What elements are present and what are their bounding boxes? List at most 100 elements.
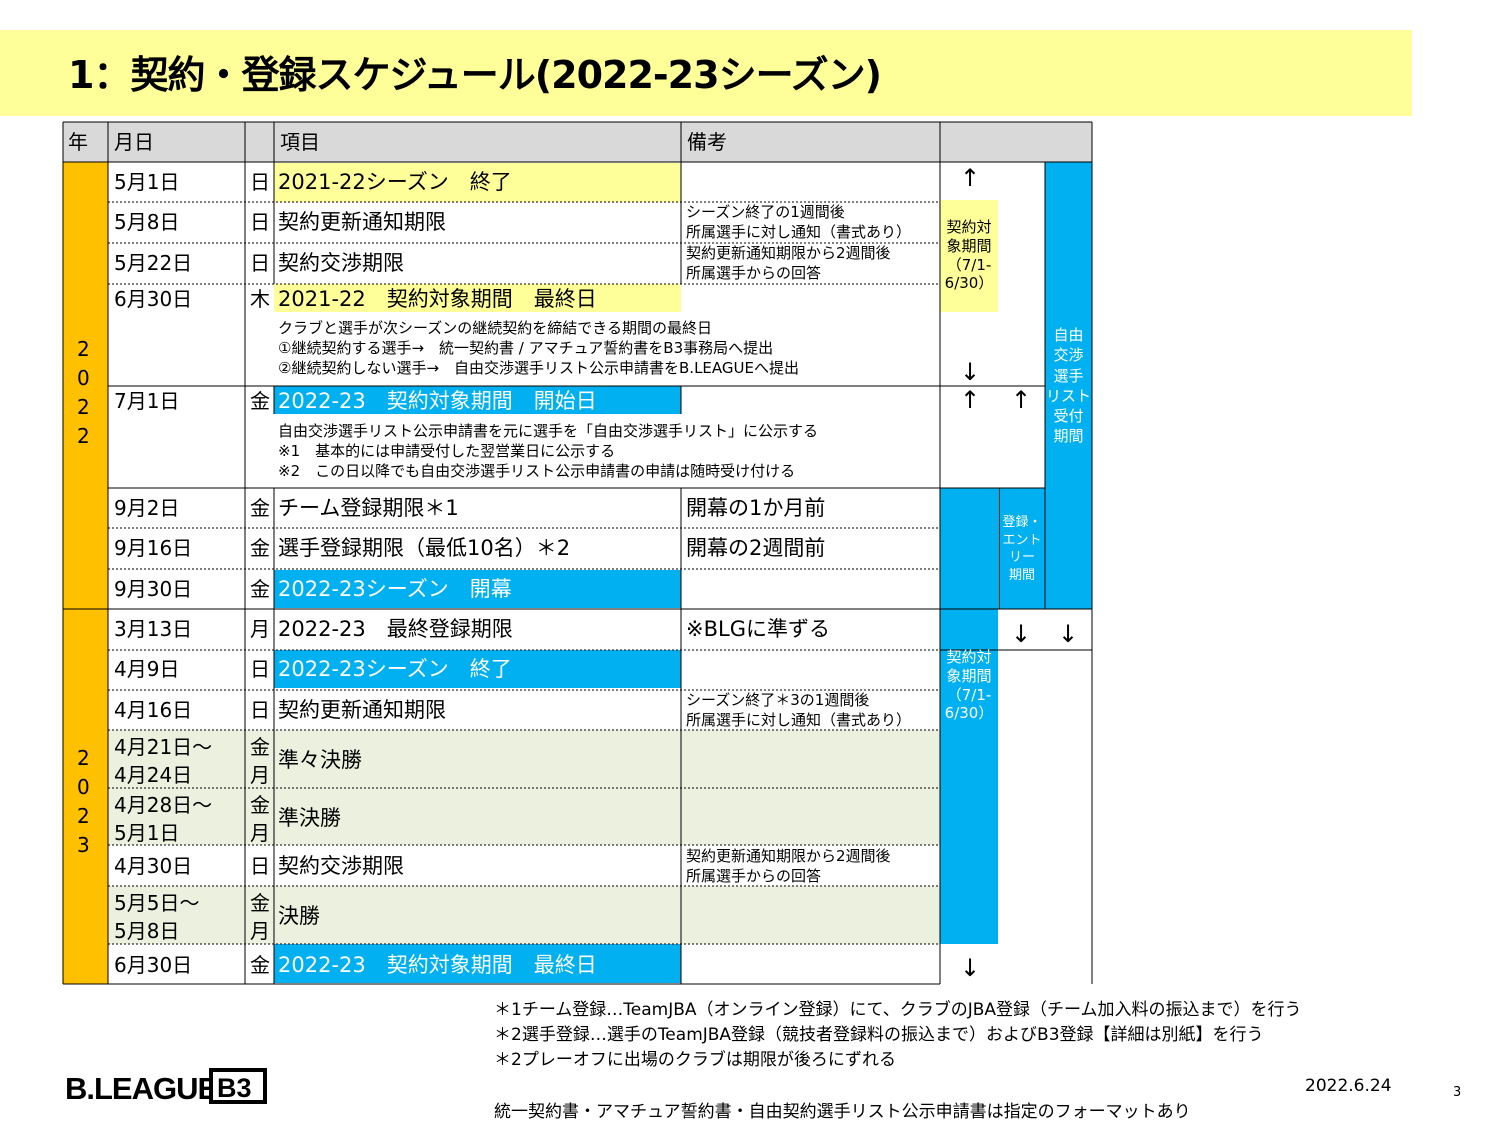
- bar-entry: [999, 488, 1045, 609]
- row-note-line1: 契約更新通知期限から2週間後: [686, 847, 891, 865]
- footnote-1: ＊1チーム登録…TeamJBA（オンライン登録）にて、クラブのJBA登録（チーム…: [494, 1000, 1302, 1020]
- year-2023-bg: [63, 609, 108, 984]
- hl-row16: [274, 944, 681, 983]
- arrow-down-icon: ↓: [960, 358, 981, 386]
- row-dow: 金: [250, 953, 270, 977]
- row-date: 4月16日: [114, 698, 193, 722]
- bleague-b3-logo: B.LEAGUE B3: [63, 1068, 267, 1106]
- bar-contract2-label: 契約対 象期間 （7/1- 6/30）: [944, 648, 994, 723]
- header-item: 項目: [280, 130, 320, 154]
- bar-contract2: [940, 488, 998, 944]
- row-dow-end: 月: [250, 763, 270, 787]
- hl-row10: [274, 650, 681, 688]
- row-note: 開幕の1か月前: [686, 496, 826, 520]
- row-date-start: 4月21日～: [114, 735, 213, 759]
- row-item: 契約更新通知期限: [278, 210, 446, 234]
- hl-row8: [274, 570, 681, 608]
- row-date: 5月8日: [114, 210, 180, 234]
- row-dow: 金: [250, 496, 270, 520]
- bar-free: [1045, 162, 1092, 609]
- row-note-line2: 所属選手からの回答: [686, 867, 822, 885]
- footnote-3: ＊2プレーオフに出場のクラブは期限が後ろにずれる: [494, 1050, 896, 1070]
- row-note-line2: 所属選手に対し通知（書式あり）: [686, 711, 912, 729]
- row-dow: 日: [250, 170, 270, 194]
- row-dow: 日: [250, 698, 270, 722]
- row-dow-end: 月: [250, 821, 270, 845]
- row-date: 9月16日: [114, 536, 193, 560]
- arrow-up-icon: ↑: [960, 386, 981, 414]
- row-date: 3月13日: [114, 617, 193, 641]
- row-date: 7月1日: [114, 389, 180, 413]
- header-note: 備考: [687, 130, 727, 154]
- row-dow: 日: [250, 657, 270, 681]
- row-note: 開幕の2週間前: [686, 536, 826, 560]
- year-2022: 2 0 2 2: [77, 337, 90, 448]
- row-item: 契約交渉期限: [278, 251, 404, 275]
- arrow-down-icon: ↓: [1058, 620, 1079, 648]
- bar-entry-label: 登録・ エント リー 期間: [1002, 515, 1042, 583]
- arrow-down-icon: ↓: [960, 954, 981, 982]
- row-dow-start: 金: [250, 735, 270, 759]
- row-date: 4月30日: [114, 854, 193, 878]
- row-item: 契約交渉期限: [278, 854, 404, 878]
- row-date: 4月9日: [114, 657, 180, 681]
- row-item: 2022-23シーズン 終了: [278, 657, 512, 681]
- row-note-line1: シーズン終了の1週間後: [686, 203, 845, 221]
- footnote-2: ＊2選手登録…選手のTeamJBA登録（競技者登録料の振込まで）およびB3登録【…: [494, 1025, 1264, 1045]
- header-date: 月日: [114, 130, 154, 154]
- row-sub-line2: ※1 基本的には申請受付した翌営業日に公示する: [278, 442, 616, 460]
- row-date-start: 5月5日～: [114, 891, 200, 915]
- row-item: 2022-23 契約対象期間 開始日: [278, 389, 597, 413]
- row-item: 準々決勝: [278, 748, 362, 772]
- row-note-line2: 所属選手からの回答: [686, 264, 822, 282]
- arrow-up-icon: ↑: [960, 164, 981, 192]
- row-sub-line3: ※2 この日以降でも自由交渉選手リスト公示申請書の申請は随時受け付ける: [278, 462, 796, 480]
- page-number: 3: [1453, 1085, 1462, 1100]
- row-item: 選手登録期限（最低10名）＊2: [278, 536, 571, 560]
- row-item: 準決勝: [278, 806, 341, 830]
- row-date: 6月30日: [114, 953, 193, 977]
- row-sub-line1: 自由交渉選手リスト公示申請書を元に選手を「自由交渉選手リスト」に公示する: [278, 422, 819, 440]
- hl-playoff-2: [108, 886, 940, 944]
- bar-contract1: [940, 200, 998, 312]
- row-item: 契約更新通知期限: [278, 698, 446, 722]
- row-dow-end: 月: [250, 919, 270, 943]
- row-sub-line3: ②継続契約しない選手→ 自由交渉選手リスト公示申請書をB.LEAGUEへ提出: [278, 359, 799, 377]
- row-item: 2021-22シーズン 終了: [278, 170, 512, 194]
- hl-row5: [274, 386, 681, 414]
- row-date: 5月1日: [114, 170, 180, 194]
- row-sub-line1: クラブと選手が次シーズンの継続契約を締結できる期間の最終日: [278, 319, 712, 337]
- arrow-up-icon: ↑: [1011, 386, 1032, 414]
- row-dow: 金: [250, 389, 270, 413]
- row-dow: 日: [250, 210, 270, 234]
- row-item: 2022-23 契約対象期間 最終日: [278, 953, 597, 977]
- year-2022-bg: [63, 162, 108, 609]
- hl-row1: [274, 163, 681, 202]
- row-dow: 金: [250, 536, 270, 560]
- row-dow: 日: [250, 854, 270, 878]
- row-item: 決勝: [278, 904, 320, 928]
- row-note-line2: 所属選手に対し通知（書式あり）: [686, 223, 912, 241]
- row-item: チーム登録期限＊1: [278, 496, 459, 520]
- row-dow: 金: [250, 577, 270, 601]
- row-sub-line2: ①継続契約する選手→ 統一契約書 / アマチュア誓約書をB3事務局へ提出: [278, 339, 774, 357]
- bottom-note: 統一契約書・アマチュア誓約書・自由契約選手リスト公示申請書は指定のフォーマットあ…: [494, 1102, 1191, 1122]
- row-date: 5月22日: [114, 251, 193, 275]
- arrow-down-icon: ↓: [1011, 620, 1032, 648]
- row-item: 2021-22 契約対象期間 最終日: [278, 287, 597, 311]
- row-note: ※BLGに準ずる: [686, 617, 830, 641]
- row-date-end: 4月24日: [114, 763, 193, 787]
- row-date: 6月30日: [114, 287, 193, 311]
- row-date-start: 4月28日～: [114, 793, 213, 817]
- row-dow-start: 金: [250, 793, 270, 817]
- row-note-line1: シーズン終了＊3の1週間後: [686, 691, 870, 709]
- row-note-line1: 契約更新通知期限から2週間後: [686, 244, 891, 262]
- logo-icon: B.LEAGUE B3: [65, 1068, 267, 1106]
- page-title: 1：契約・登録スケジュール(2022-23シーズン): [68, 53, 882, 97]
- row-item: 2022-23 最終登録期限: [278, 617, 513, 641]
- row-dow: 月: [250, 617, 270, 641]
- row-date: 9月30日: [114, 577, 193, 601]
- row-item: 2022-23シーズン 開幕: [278, 577, 512, 601]
- svg-text:B3: B3: [217, 1073, 252, 1103]
